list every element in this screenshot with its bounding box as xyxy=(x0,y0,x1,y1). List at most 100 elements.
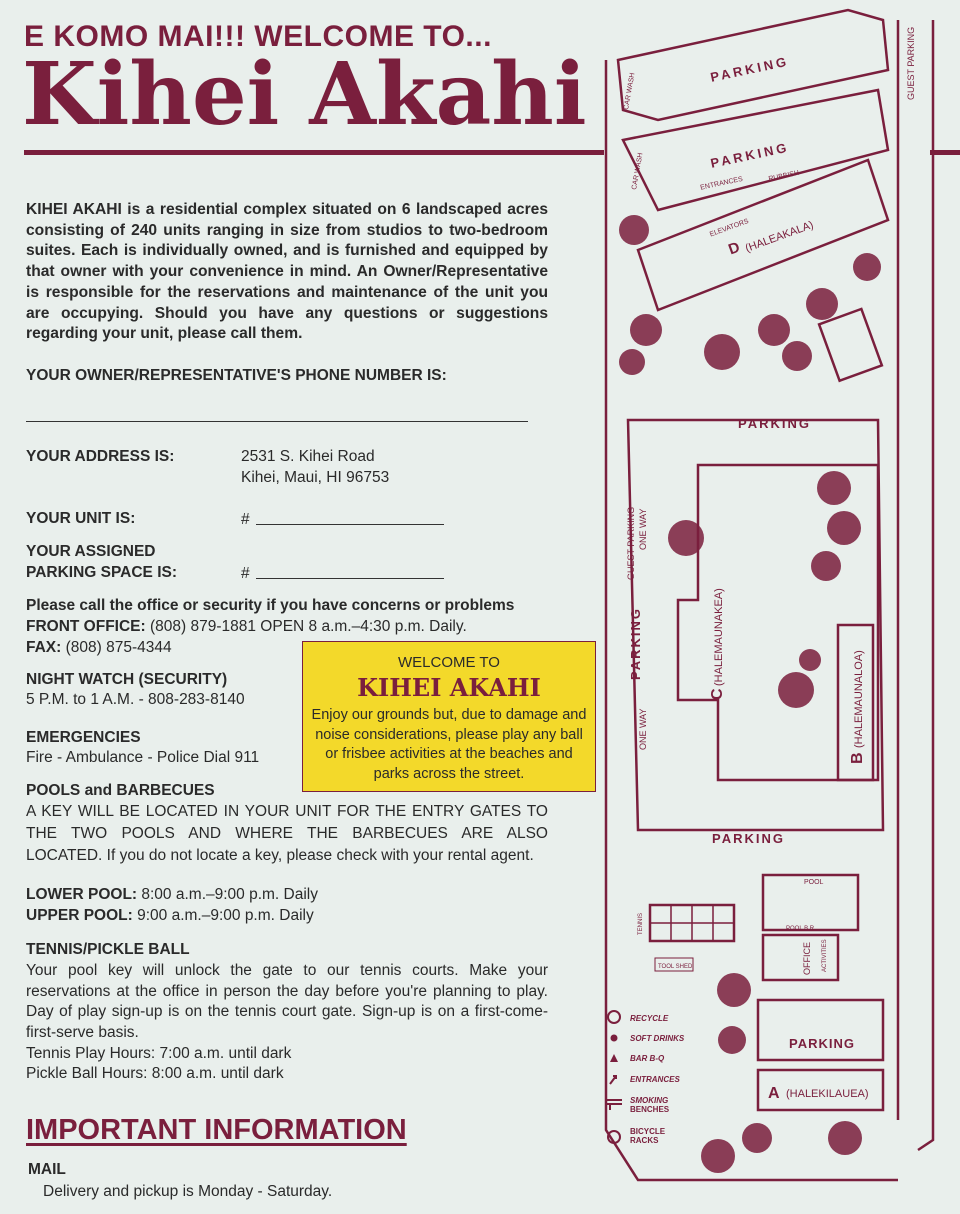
map-label-guest-parking: GUEST PARKING xyxy=(906,27,916,100)
map-legend: RECYCLE SOFT DRINKS BAR B-Q ENTRANCES SM… xyxy=(606,1010,685,1145)
map-building-b xyxy=(836,623,875,782)
tree-icon xyxy=(704,334,740,370)
kicker-heading: E KOMO MAI!!! WELCOME TO... xyxy=(24,20,492,53)
mail-text: Delivery and pickup is Monday - Saturday… xyxy=(43,1183,333,1200)
lower-pool-label: LOWER POOL: xyxy=(26,886,138,903)
tree-icon xyxy=(811,551,841,581)
legend-smoking-1: SMOKING xyxy=(630,1096,668,1105)
map-office xyxy=(761,933,840,982)
address-line-2: Kihei, Maui, HI 96753 xyxy=(241,469,390,486)
sign-line-1: WELCOME TO xyxy=(398,654,500,671)
upper-pool-line: UPPER POOL: 9:00 a.m.–9:00 p.m. Daily xyxy=(26,906,314,927)
sign-line-2: KIHEI AKAHI xyxy=(357,673,541,702)
tree-icon xyxy=(799,649,821,671)
map-label-guest-parking: GUEST PARKING xyxy=(626,507,636,580)
map-building-a-name: (HALEKILAUEA) xyxy=(786,1088,869,1100)
legend-bbq: BAR B-Q xyxy=(630,1054,665,1063)
pickle-hours: Pickle Ball Hours: 8:00 a.m. until dark xyxy=(26,1065,284,1082)
tree-icon xyxy=(718,1026,746,1054)
tennis-label: TENNIS/PICKLE BALL xyxy=(26,941,190,958)
tree-icon xyxy=(668,520,704,556)
map-building-a xyxy=(756,1068,885,1112)
front-office-value: (808) 879-1881 OPEN 8 a.m.–4:30 p.m. Dai… xyxy=(145,618,467,635)
tree-icon xyxy=(827,511,861,545)
map-building-b-name: (HALEMAUNALOA) xyxy=(853,650,865,748)
map-building-d-name: (HALEAKALA) xyxy=(744,219,815,255)
map-label-parking: PARKING xyxy=(738,416,811,431)
unit-blank xyxy=(256,524,444,525)
map-parking-lot-1 xyxy=(616,8,890,122)
map-building-c xyxy=(676,463,880,782)
map-building-d xyxy=(636,158,890,312)
legend-bicycle-2: RACKS xyxy=(630,1136,659,1145)
map-label-car-wash: CAR WASH xyxy=(623,72,636,110)
owner-phone-blank xyxy=(26,421,528,422)
map-building-a-letter: A xyxy=(768,1085,780,1102)
upper-pool-hours: 9:00 a.m.–9:00 p.m. Daily xyxy=(132,907,314,924)
map-label-rubbish: RUBBISH xyxy=(768,170,800,183)
map-label-parking: PARKING xyxy=(789,1036,855,1051)
parking-label-2: PARKING SPACE IS: xyxy=(26,564,177,581)
tree-icon xyxy=(701,1139,735,1173)
sign-body: Enjoy our grounds but, due to damage and… xyxy=(311,707,587,782)
map-parking-lot-2 xyxy=(621,88,890,212)
map-parking-bottom xyxy=(756,998,885,1062)
map-label-parking: PARKING xyxy=(712,831,785,846)
tree-icon xyxy=(806,288,838,320)
emergencies-text: Fire - Ambulance - Police Dial 911 xyxy=(26,749,260,766)
tool-shed-box xyxy=(654,957,694,972)
tree-icon xyxy=(853,253,881,281)
intro-paragraph: KIHEI AKAHI is a residential complex sit… xyxy=(26,201,548,343)
tree-icon xyxy=(758,314,790,346)
fax-line: FAX: (808) 875-4344 xyxy=(26,638,172,659)
pools-body-text: If you do not locate a key, please check… xyxy=(102,847,534,864)
fax-value: (808) 875-4344 xyxy=(61,639,172,656)
map-label-parking: PARKING xyxy=(709,140,790,171)
map-label-one-way: ONE WAY xyxy=(638,708,648,750)
legend-recycle: RECYCLE xyxy=(630,1014,669,1023)
recycle-icon xyxy=(607,1010,621,1024)
map-label-pool: POOL xyxy=(804,879,824,886)
map-building-d-letter: D xyxy=(726,239,742,259)
legend-soft-drinks: SOFT DRINKS xyxy=(630,1034,685,1043)
tree-icon xyxy=(782,341,812,371)
map-label-tennis: TENNIS xyxy=(638,913,644,935)
mail-label: MAIL xyxy=(28,1161,66,1178)
bench-icon xyxy=(606,1099,622,1110)
security-text: 5 P.M. to 1 A.M. - 808-283-8140 xyxy=(26,691,245,708)
parking-label-1: YOUR ASSIGNED xyxy=(26,543,156,560)
important-heading: IMPORTANT INFORMATION xyxy=(26,1114,407,1146)
tree-icon xyxy=(778,672,814,708)
parking-blank xyxy=(256,578,444,579)
map-building-c-letter: C xyxy=(709,688,726,700)
map-pool-bottom xyxy=(761,873,860,932)
tree-icon xyxy=(828,1121,862,1155)
title-rule xyxy=(24,150,604,155)
map-label-tool-shed: TOOL SHED xyxy=(658,964,693,970)
welcome-sign: WELCOME TO KIHEI AKAHI Enjoy our grounds… xyxy=(302,641,596,792)
tree-icon xyxy=(619,215,649,245)
map-label-one-way: ONE WAY xyxy=(638,508,648,550)
tree-icon xyxy=(630,314,662,346)
soft-drinks-icon xyxy=(610,1034,618,1042)
map-road-outer xyxy=(604,60,898,1182)
pools-caps-text: A KEY WILL BE LOCATED IN YOUR UNIT FOR T… xyxy=(26,803,548,864)
unit-label: YOUR UNIT IS: xyxy=(26,510,136,527)
front-office-line: FRONT OFFICE: (808) 879-1881 OPEN 8 a.m.… xyxy=(26,617,467,638)
parking-hash: # xyxy=(241,565,250,582)
security-label: NIGHT WATCH (SECURITY) xyxy=(26,671,228,688)
title-rule-right xyxy=(930,150,960,155)
bicycle-icon xyxy=(607,1130,621,1144)
owner-phone-label: YOUR OWNER/REPRESENTATIVE'S PHONE NUMBER… xyxy=(26,367,447,384)
map-label-parking: PARKING xyxy=(709,54,790,85)
page-title: Kihei Akahi xyxy=(22,44,587,145)
bbq-icon xyxy=(610,1054,618,1062)
map-road-right xyxy=(896,20,935,1152)
fax-label: FAX: xyxy=(26,639,62,656)
map-tennis-net xyxy=(650,905,734,941)
tennis-text: Your pool key will unlock the gate to ou… xyxy=(26,962,548,1041)
front-office-label: FRONT OFFICE: xyxy=(26,618,146,635)
pools-text: A KEY WILL BE LOCATED IN YOUR UNIT FOR T… xyxy=(26,801,548,867)
map-parking-loop xyxy=(626,418,885,832)
map-label-parking-vertical: PARKING xyxy=(628,607,643,680)
